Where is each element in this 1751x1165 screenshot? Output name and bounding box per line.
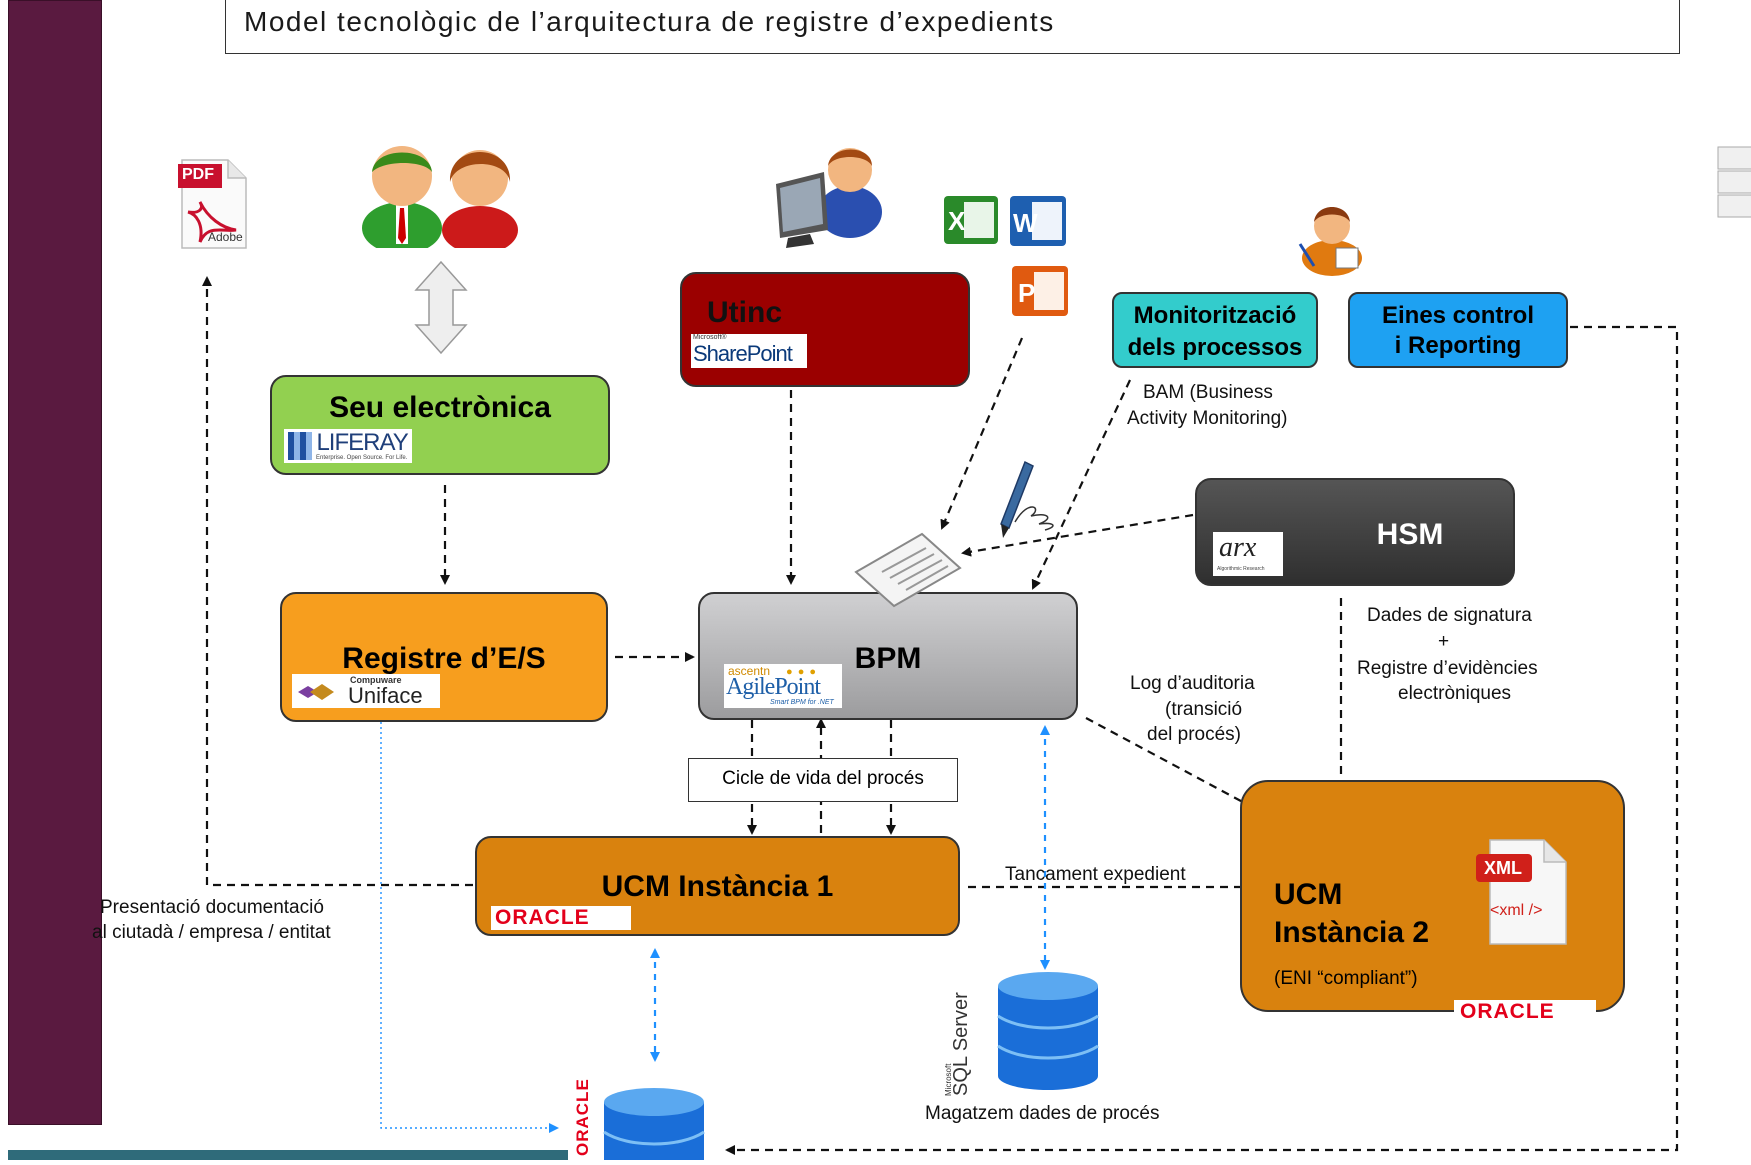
log-proces-label: del procés) xyxy=(1147,724,1241,745)
log-transicio-label: (transició xyxy=(1165,699,1243,720)
word-icon: W xyxy=(1008,192,1070,250)
tancament-expedient-label: Tancament expedient xyxy=(1005,864,1186,885)
bam-label-line1: BAM (Business xyxy=(1143,382,1273,403)
monitoritzacio-label-line2: dels processos xyxy=(1127,334,1303,361)
oracle-db-text: ORACLE xyxy=(573,1078,592,1156)
uniface-text: Uniface xyxy=(348,683,423,708)
oracle-logo-ucm1: ORACLE xyxy=(491,906,631,930)
ucm-instancia-2-note: (ENI “compliant”) xyxy=(1274,968,1418,989)
database-edge-icon xyxy=(1716,145,1751,221)
agilepoint-text: AgilePoint xyxy=(726,674,821,700)
svg-text:X: X xyxy=(948,206,966,236)
seu-electronica-box[interactable]: Seu electrònica LIFERAY Enterprise. Open… xyxy=(270,375,610,475)
pen-signature-icon xyxy=(995,458,1065,540)
utinc-label: Utinc xyxy=(707,296,782,329)
xml-file-icon: XML <xml /> xyxy=(1470,836,1570,948)
agilepoint-logo: ascentn ● ● ● AgilePoint Smart BPM for .… xyxy=(724,664,842,708)
xml-tag-label: <xml /> xyxy=(1490,902,1543,919)
xml-label: XML xyxy=(1484,858,1522,878)
oracle-text-ucm1: ORACLE xyxy=(495,906,590,929)
oracle-database-icon xyxy=(602,1088,706,1162)
bottom-band xyxy=(8,1150,568,1160)
log-auditoria-label: Log d’auditoria xyxy=(1130,673,1255,694)
arrow-ucm1-to-pdf xyxy=(202,276,473,887)
registre-es-label: Registre d’E/S xyxy=(342,642,546,675)
monitoritzacio-box[interactable]: Monitorització dels processos xyxy=(1112,292,1318,368)
document-icon xyxy=(852,530,964,610)
registre-evidencies-label: Registre d’evidències xyxy=(1357,658,1538,679)
dades-signatura-label: Dades de signatura xyxy=(1367,605,1532,626)
bpm-label: BPM xyxy=(854,642,922,675)
presentacio-label-line1: Presentació documentació xyxy=(100,897,324,918)
double-arrow-icon xyxy=(414,260,468,355)
sqlserver-database-icon xyxy=(992,972,1102,1090)
dades-plus-label: + xyxy=(1438,631,1450,652)
svg-text:P: P xyxy=(1018,278,1035,308)
arrow-hsm-to-document xyxy=(961,513,1194,557)
pdf-label: PDF xyxy=(182,166,214,183)
excel-icon: X xyxy=(942,192,1002,248)
presentacio-label-line2: al ciutadà / empresa / entitat xyxy=(92,922,331,943)
seu-electronica-label: Seu electrònica xyxy=(329,391,551,424)
agilepoint-tagline: Smart BPM for .NET xyxy=(770,699,834,706)
eines-control-box[interactable]: Eines control i Reporting xyxy=(1348,292,1568,368)
user-computer-icon xyxy=(766,138,886,248)
arrow-registre-to-db xyxy=(380,722,559,1133)
oracle-logo-ucm2: ORACLE xyxy=(1454,1000,1596,1026)
citizens-icon xyxy=(360,138,525,254)
adobe-label: Adobe xyxy=(208,230,243,244)
hsm-box[interactable]: HSM arx Algorithmic Research xyxy=(1195,478,1515,586)
registre-es-box[interactable]: Registre d’E/S Compuware Uniface xyxy=(280,592,608,722)
microsoft-text: Microsoft® xyxy=(693,334,727,341)
liferay-logo: LIFERAY Enterprise. Open Source. For Lif… xyxy=(284,429,412,463)
uniface-logo: Compuware Uniface xyxy=(292,674,440,708)
ucm-instancia-1-label: UCM Instància 1 xyxy=(601,870,834,903)
bam-label-line2: Activity Monitoring) xyxy=(1127,408,1288,429)
oracle-text-ucm2: ORACLE xyxy=(1460,1000,1555,1023)
compuware-text: Compuware xyxy=(350,675,402,685)
sharepoint-text: SharePoint xyxy=(693,341,793,366)
oracle-db-logo: ORACLE xyxy=(565,1078,599,1160)
pdf-icon: PDF Adobe xyxy=(178,158,250,250)
eines-control-label-line1: Eines control xyxy=(1381,302,1535,329)
eines-control-label-line2: i Reporting xyxy=(1394,332,1522,359)
liferay-mark-icon xyxy=(288,432,312,460)
electroniques-label: electròniques xyxy=(1398,683,1512,704)
page-title: Model tecnològic de l’arquitectura de re… xyxy=(244,6,1055,37)
liferay-tagline: Enterprise. Open Source. For Life. xyxy=(316,455,408,461)
arrow-eines-to-db xyxy=(725,325,1679,1155)
left-sidebar-band xyxy=(8,0,102,1125)
bpm-box[interactable]: BPM ascentn ● ● ● AgilePoint Smart BPM f… xyxy=(698,592,1078,720)
supervisor-user-icon xyxy=(1292,196,1372,276)
utinc-box[interactable]: Utinc Microsoft® SharePoint xyxy=(680,272,970,387)
cicle-de-vida-box: Cicle de vida del procés xyxy=(688,758,958,802)
hsm-label: HSM xyxy=(1376,518,1444,551)
ascentn-text: ascentn xyxy=(728,664,771,678)
sharepoint-logo: Microsoft® SharePoint xyxy=(691,334,807,368)
arrow-monitor-to-bpm xyxy=(1031,379,1131,590)
arx-tagline: Algorithmic Research xyxy=(1217,566,1265,572)
title-box: Model tecnològic de l’arquitectura de re… xyxy=(225,0,1680,54)
liferay-text: LIFERAY xyxy=(316,429,408,456)
sqlserver-logo: Microsoft SQL Server xyxy=(940,988,990,1096)
arx-text: arx xyxy=(1219,532,1257,563)
ucm-instancia-2-label-line2: Instància 2 xyxy=(1274,916,1430,949)
arrow-office-to-bpm xyxy=(940,337,1024,530)
ucm-instancia-1-box[interactable]: UCM Instància 1 ORACLE xyxy=(475,836,960,936)
arx-logo: arx Algorithmic Research xyxy=(1213,532,1283,576)
monitoritzacio-label-line1: Monitorització xyxy=(1133,302,1297,329)
powerpoint-icon: P xyxy=(1010,262,1072,320)
cicle-de-vida-label: Cicle de vida del procés xyxy=(722,768,924,789)
svg-text:W: W xyxy=(1013,208,1038,238)
sqlserver-text: SQL Server xyxy=(950,992,972,1096)
agilepoint-dots-icon: ● ● ● xyxy=(786,666,818,678)
uniface-cube-icon xyxy=(296,680,336,702)
ucm-instancia-2-label-line1: UCM xyxy=(1274,878,1343,911)
magatzem-dades-label: Magatzem dades de procés xyxy=(925,1103,1160,1124)
